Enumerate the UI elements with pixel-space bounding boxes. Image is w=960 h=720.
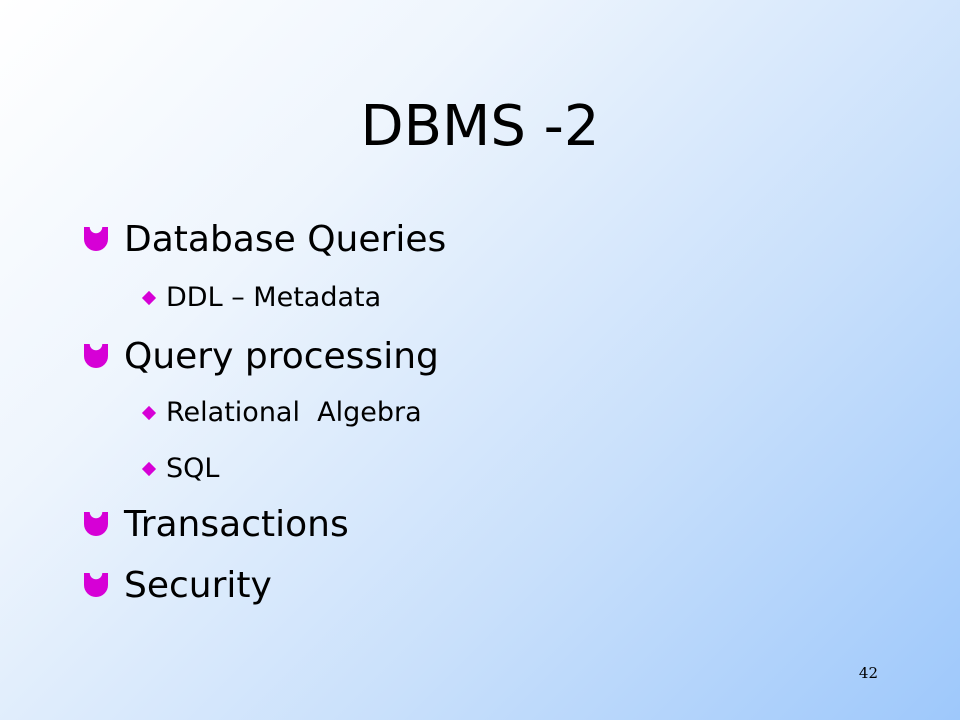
bullet-text: Database Queries xyxy=(124,219,447,260)
diamond-bullet-icon xyxy=(141,461,157,477)
u-bullet-icon xyxy=(84,227,112,255)
bullet-text: Transactions xyxy=(124,504,349,545)
bullet-relational-algebra: Relational Algebra xyxy=(136,396,422,430)
bullet-text: DDL – Metadata xyxy=(166,282,382,313)
bullet-sql: SQL xyxy=(136,452,219,486)
u-bullet-icon xyxy=(84,573,112,601)
bullet-database-queries: Database Queries xyxy=(84,218,446,262)
u-bullet-icon xyxy=(84,344,112,372)
u-bullet-icon xyxy=(84,512,112,540)
bullet-list: Database Queries DDL – Metadata Query pr… xyxy=(84,0,904,720)
diamond-bullet-icon xyxy=(141,405,157,421)
bullet-transactions: Transactions xyxy=(84,503,349,547)
diamond-bullet-icon xyxy=(141,290,157,306)
bullet-security: Security xyxy=(84,564,272,608)
bullet-text: Security xyxy=(124,565,272,606)
bullet-ddl-metadata: DDL – Metadata xyxy=(136,281,381,315)
bullet-text: SQL xyxy=(166,453,220,484)
slide-title: DBMS -2 xyxy=(360,94,600,159)
bullet-query-processing: Query processing xyxy=(84,335,439,379)
bullet-text: Query processing xyxy=(124,336,439,377)
page-number: 42 xyxy=(858,664,878,682)
bullet-text: Relational Algebra xyxy=(166,397,422,428)
